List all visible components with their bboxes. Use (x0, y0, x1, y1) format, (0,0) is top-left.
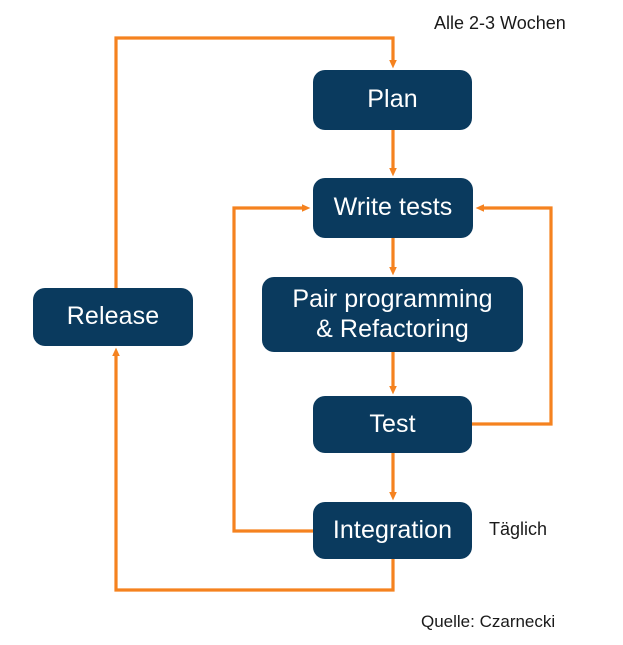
node-test[interactable]: Test (313, 396, 472, 453)
node-plan-label: Plan (367, 85, 418, 114)
annotation-daily-cadence: Täglich (489, 519, 548, 539)
node-release-label: Release (66, 302, 160, 331)
node-test-label: Test (369, 409, 416, 438)
node-pair-programming[interactable]: Pair programming & Refactoring (262, 277, 523, 352)
edge-release-to-plan (114, 36, 397, 288)
node-write-tests[interactable]: Write tests (313, 178, 473, 238)
node-integration[interactable]: Integration (313, 502, 472, 559)
node-release[interactable]: Release (33, 288, 193, 346)
edge-integration-to-release (112, 347, 395, 592)
node-plan[interactable]: Plan (313, 70, 472, 130)
edge-integration-back-to-write (232, 204, 313, 533)
node-integration-label: Integration (332, 515, 453, 544)
annotation-iteration-cadence: Alle 2-3 Wochen (434, 13, 566, 33)
source-credit: Quelle: Czarnecki (421, 612, 556, 631)
node-write-tests-label: Write tests (333, 193, 453, 222)
node-pair-programming-label: Pair programming & Refactoring (292, 285, 493, 343)
edge-test-back-to-write (472, 204, 553, 426)
